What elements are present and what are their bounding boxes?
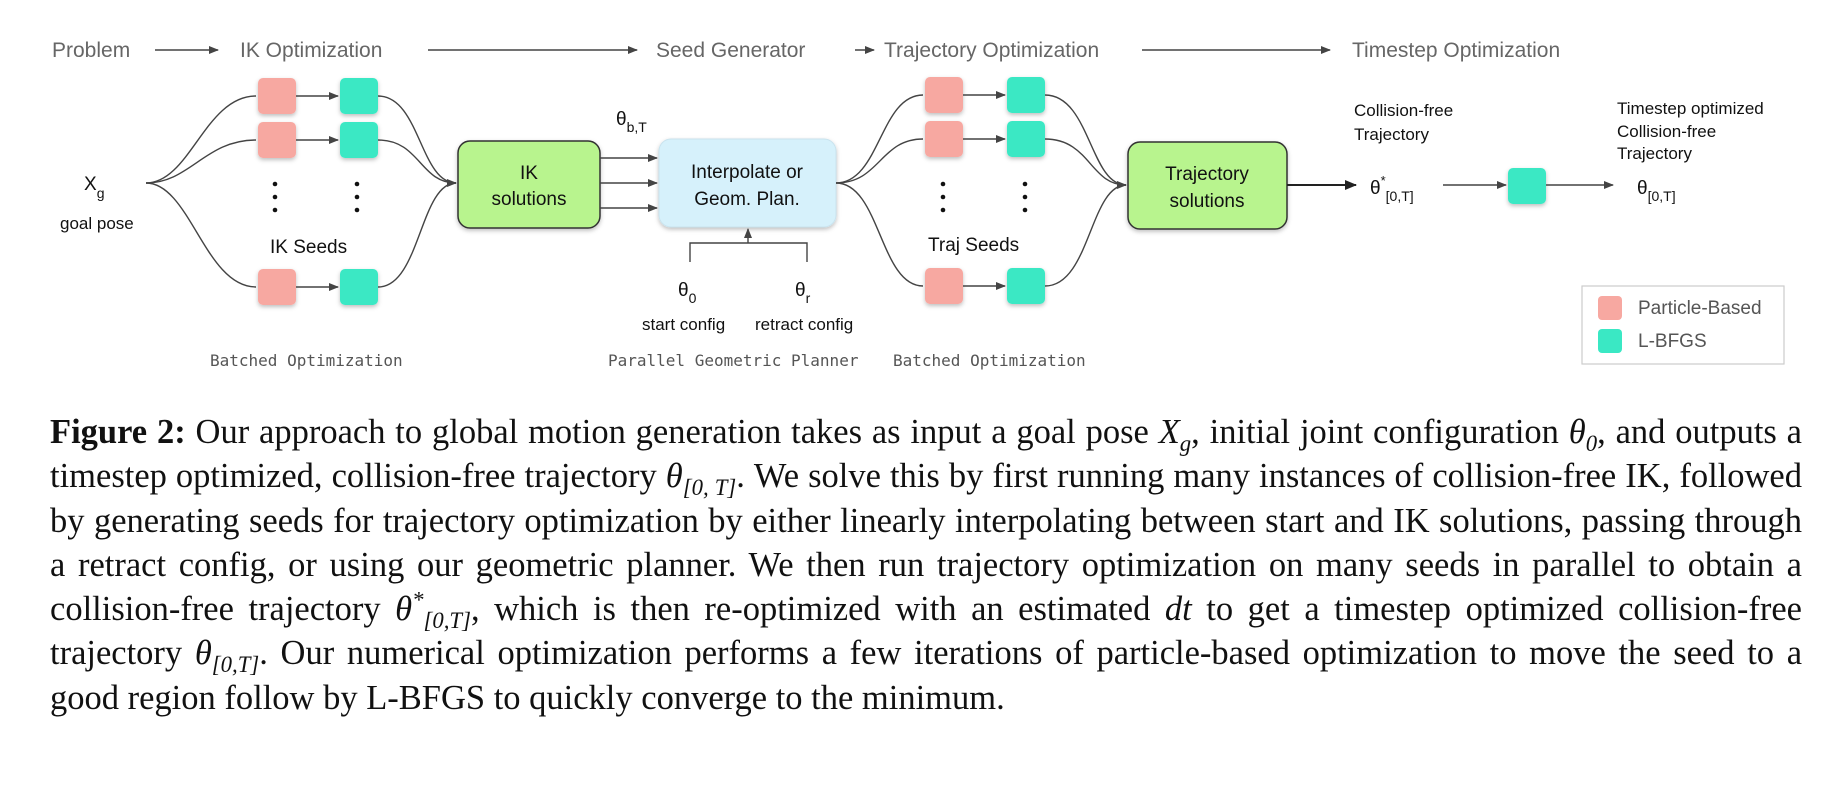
edge xyxy=(377,95,457,184)
edge xyxy=(377,179,457,288)
collision-free-label: Collision-free xyxy=(1354,101,1453,120)
edge xyxy=(145,139,257,184)
stage-timestep-optimization: Timestep Optimization xyxy=(1352,39,1560,62)
caption-figure-label: Figure 2: xyxy=(50,413,186,451)
legend-particle-swatch xyxy=(1598,296,1622,320)
caption-text: . We solve this by first running many in… xyxy=(50,457,1802,629)
lbfgs-block xyxy=(340,269,378,305)
caption-text: , initial joint configuration xyxy=(1191,413,1569,451)
trajectory-solutions-label: solutions xyxy=(1170,191,1245,212)
ik-solutions-label: solutions xyxy=(492,189,567,210)
timestep-optimized-label: Collision-free xyxy=(1617,122,1716,141)
caption-math: θ[0,T] xyxy=(194,634,260,678)
stage-problem: Problem xyxy=(52,39,130,62)
ik-seed-ellipsis xyxy=(272,181,360,213)
caption-math: θ[0, T] xyxy=(665,457,737,501)
edge xyxy=(145,182,257,288)
theta-star-symbol: θ*[0,T] xyxy=(1370,173,1414,204)
legend-lbfgs-label: L-BFGS xyxy=(1638,331,1707,352)
theta-0-symbol: θ0 xyxy=(678,280,697,306)
traj-seeds-label: Traj Seeds xyxy=(928,235,1019,256)
figure-caption: Figure 2: Our approach to global motion … xyxy=(50,410,1802,720)
traj-batch-label: Batched Optimization xyxy=(893,351,1086,370)
stage-seed-generator: Seed Generator xyxy=(656,39,805,62)
seed-generator-label: Interpolate or xyxy=(691,162,804,183)
lbfgs-block xyxy=(1007,121,1045,157)
goal-pose-label: goal pose xyxy=(60,214,134,233)
caption-text: to get a timestep optimized collision-fr… xyxy=(50,590,1802,673)
traj-seed-row xyxy=(925,268,1045,304)
goal-pose-symbol: Xg xyxy=(84,174,104,201)
lbfgs-block xyxy=(1007,268,1045,304)
caption-text: . Our numerical optimization performs a … xyxy=(50,634,1803,717)
theta-r-symbol: θr xyxy=(795,280,811,306)
particle-block xyxy=(258,269,296,305)
timestep-optimized-label: Timestep optimized xyxy=(1617,99,1764,118)
edge xyxy=(835,138,924,184)
ik-seed-row xyxy=(258,122,378,158)
edge xyxy=(377,139,457,184)
edge xyxy=(1044,94,1127,186)
edge xyxy=(1044,181,1127,287)
ik-batch-label: Batched Optimization xyxy=(210,351,403,370)
config-bracket xyxy=(689,242,808,262)
legend-lbfgs-swatch xyxy=(1598,329,1622,353)
theta-bt-symbol: θb,T xyxy=(616,109,647,135)
timestep-optimized-label: Trajectory xyxy=(1617,144,1692,163)
seed-generator-box xyxy=(658,138,837,228)
lbfgs-block xyxy=(340,78,378,114)
caption-text: Our approach to global motion generation… xyxy=(185,413,1159,451)
ik-seed-row xyxy=(258,269,378,305)
caption-math: Xg xyxy=(1158,413,1192,456)
start-config-label: start config xyxy=(642,315,725,334)
ik-solutions-box xyxy=(457,140,601,229)
caption-math: dt xyxy=(1164,590,1192,629)
stage-trajectory-optimization: Trajectory Optimization xyxy=(884,39,1099,62)
ik-seed-row xyxy=(258,78,378,114)
lbfgs-block xyxy=(340,122,378,158)
seed-generator-label: Geom. Plan. xyxy=(694,189,800,210)
particle-block xyxy=(925,77,963,113)
caption-math: θ0 xyxy=(1568,413,1598,456)
particle-block xyxy=(258,122,296,158)
particle-block xyxy=(925,268,963,304)
edge xyxy=(835,182,924,287)
legend-particle-label: Particle-Based xyxy=(1638,298,1762,319)
retract-config-label: retract config xyxy=(755,315,853,334)
traj-seed-row xyxy=(925,77,1045,113)
trajectory-solutions-label: Trajectory xyxy=(1165,164,1249,185)
caption-text: , which is then re-optimized with an est… xyxy=(470,590,1165,629)
ik-solutions-label: IK xyxy=(520,163,538,184)
lbfgs-block xyxy=(1007,77,1045,113)
caption-text: , and outputs a timestep optimized, coll… xyxy=(50,413,1802,496)
planner-label: Parallel Geometric Planner xyxy=(608,351,859,370)
particle-block xyxy=(258,78,296,114)
lbfgs-block xyxy=(1508,168,1546,204)
legend: Particle-Based L-BFGS xyxy=(1581,285,1785,365)
collision-free-label: Trajectory xyxy=(1354,125,1429,144)
caption-math: θ*[0,T] xyxy=(395,587,471,634)
pipeline-diagram: Problem IK Optimization Seed Generator T… xyxy=(52,39,1785,370)
theta-final-symbol: θ[0,T] xyxy=(1637,178,1676,204)
trajectory-solutions-box xyxy=(1127,141,1288,230)
stage-ik-optimization: IK Optimization xyxy=(240,39,382,62)
edge xyxy=(145,95,257,184)
edge xyxy=(1044,138,1127,186)
traj-seed-row xyxy=(925,121,1045,157)
edge xyxy=(835,94,924,184)
ik-seeds-label: IK Seeds xyxy=(270,237,347,258)
particle-block xyxy=(925,121,963,157)
traj-seed-ellipsis xyxy=(940,181,1028,213)
